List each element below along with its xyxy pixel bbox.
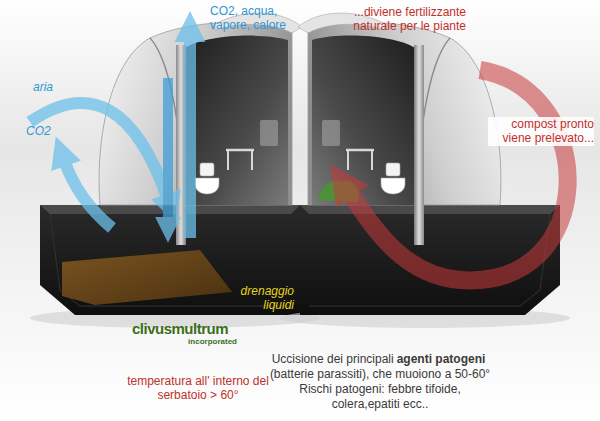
fertilizer-note: ...diviene fertilizzante naturale per le… bbox=[318, 5, 466, 34]
logo-subtitle: incorporated bbox=[132, 337, 237, 347]
compost-mass bbox=[62, 250, 232, 305]
pathogen-risk: Rischi patogeni: febbre tifoide, colera,… bbox=[285, 382, 475, 412]
compost-cycle-arrow bbox=[348, 70, 568, 280]
right-cabin bbox=[280, 13, 570, 328]
air-flow-arrows bbox=[30, 36, 190, 238]
air-label: aria bbox=[33, 80, 73, 94]
temperature-note: temperatura all' interno del serbatoio >… bbox=[108, 374, 288, 403]
pathogen-note: Uccisione dei principali bbox=[272, 352, 394, 366]
logo-name: clivusmultrum bbox=[132, 320, 262, 338]
co2-label: CO2 bbox=[26, 124, 66, 138]
pathogen-keyword: agenti patogeni bbox=[397, 352, 486, 366]
compost-note: compost pronto viene prelevato... bbox=[488, 117, 594, 146]
left-cabin bbox=[30, 13, 320, 328]
drain-label: drenaggio liquidi bbox=[222, 284, 294, 313]
pathogen-note: (batterie parassiti), che muoiono a 50-6… bbox=[248, 367, 512, 382]
pathogen-text-block: Uccisione dei principaliagenti patogeni(… bbox=[248, 352, 512, 412]
output-label: CO2, acqua, vapore, calore bbox=[210, 4, 300, 33]
